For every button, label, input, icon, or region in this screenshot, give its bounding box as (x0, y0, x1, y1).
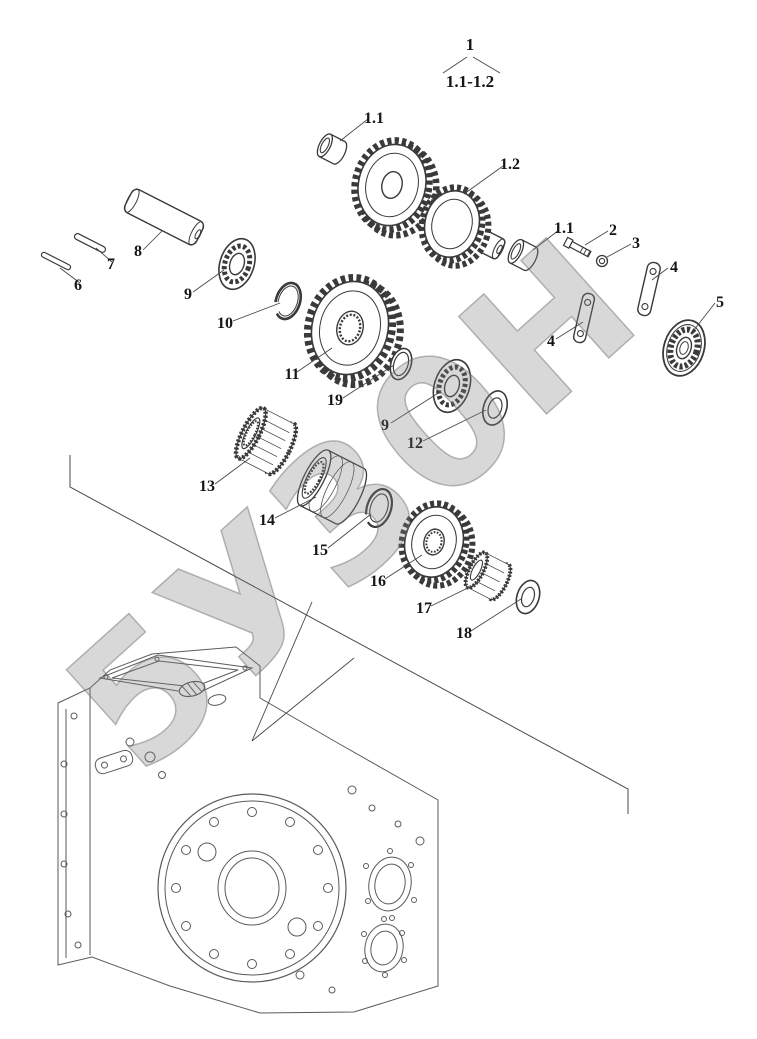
ring-15 (364, 487, 394, 529)
part-label-1-1-b: 1.1 (554, 220, 574, 237)
bushing-1-1-right (507, 238, 539, 272)
part-label-5: 5 (716, 294, 724, 311)
ring-12 (481, 390, 509, 426)
assembly-leader-lines (251, 601, 355, 742)
part-label-8: 8 (134, 243, 142, 260)
part-label-4-a: 4 (670, 259, 678, 276)
part-label-9-b: 9 (381, 417, 389, 434)
splined-coupling-13 (233, 405, 299, 477)
nut-3 (595, 254, 609, 268)
part-label-3: 3 (632, 235, 640, 252)
part-label-10: 10 (217, 315, 233, 332)
part-label-1-1-a: 1.1 (364, 110, 384, 127)
part-label-15: 15 (312, 542, 328, 559)
spacer-ring-19 (389, 347, 413, 381)
bracket-4-lower (572, 292, 596, 344)
part-label-18: 18 (456, 625, 472, 642)
part-label-1-2: 1.2 (500, 156, 520, 173)
part-label-1: 1 (466, 35, 475, 54)
part-label-7: 7 (107, 256, 115, 273)
part-label-9-a: 9 (184, 286, 192, 303)
input-gear-shaft-1-2 (351, 137, 506, 269)
part-label-11: 11 (284, 366, 299, 383)
callout-leader-lines (59, 56, 716, 632)
mounting-hole-hatched (178, 680, 206, 698)
callout-labels: 1 1.1-1.2 1.1 1.2 1.1 2 3 4 5 6 7 8 9 10… (74, 35, 724, 642)
bearing-9-left (218, 237, 256, 291)
washer-18 (515, 579, 541, 615)
gear-11 (303, 273, 404, 389)
splined-hub-17 (463, 550, 513, 602)
drum-sleeve-14 (296, 449, 368, 525)
part-label-19: 19 (327, 392, 343, 409)
bolt-2 (562, 236, 592, 258)
part-label-14: 14 (259, 512, 275, 529)
part-label-17: 17 (416, 600, 432, 617)
gearbox-housing (57, 646, 439, 1014)
part-label-6: 6 (74, 277, 82, 294)
bearing-9-right (432, 358, 472, 414)
frame-lines (69, 455, 629, 814)
part-label-12: 12 (407, 435, 423, 452)
shaft-8 (123, 188, 205, 246)
bracket-4-upper (637, 261, 661, 317)
part-label-16: 16 (370, 573, 386, 590)
gear-16 (398, 500, 476, 589)
parts-range-label: 1.1-1.2 (446, 72, 494, 91)
snap-ring-10 (273, 281, 303, 321)
pin-7 (73, 233, 107, 253)
pin-6 (40, 251, 72, 271)
part-label-13: 13 (199, 478, 215, 495)
part-label-4-b: 4 (547, 333, 555, 350)
tapered-bearing-5 (662, 319, 706, 377)
bushing-1-1-top (316, 133, 348, 165)
part-label-2: 2 (609, 222, 617, 239)
